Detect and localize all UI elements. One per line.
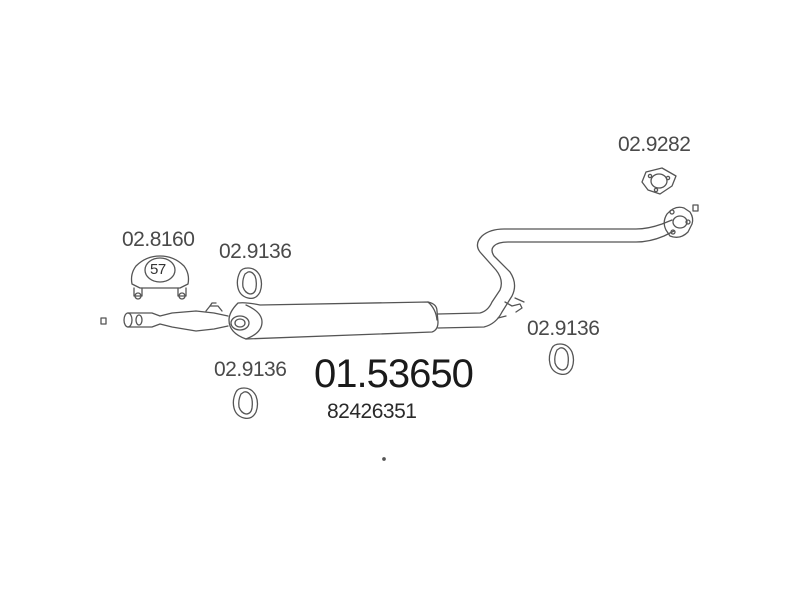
ring-part-number-top: 02.9136 [219,240,292,263]
tail-pipe [123,302,229,332]
clamp-part-number: 02.8160 [122,228,195,251]
left-end-marker [100,317,107,325]
rubber-ring-icon [232,387,259,420]
end-flange [663,206,694,238]
rubber-ring-icon [236,267,263,300]
ring-part-number-right: 02.9136 [527,317,600,340]
clamp-size-label: 57 [150,261,166,278]
oem-part-number: 82426351 [327,400,417,423]
clamp-icon [130,255,190,300]
rubber-ring-icon [548,343,575,376]
right-end-marker [692,204,699,212]
gasket-part-number: 02.9282 [618,133,691,156]
middle-silencer [228,301,439,340]
connecting-pipe [437,219,675,329]
ring-part-number-bottom: 02.9136 [214,358,287,381]
main-part-number: 01.53650 [314,352,474,396]
gasket-icon [641,167,677,195]
stray-dot [382,457,386,461]
